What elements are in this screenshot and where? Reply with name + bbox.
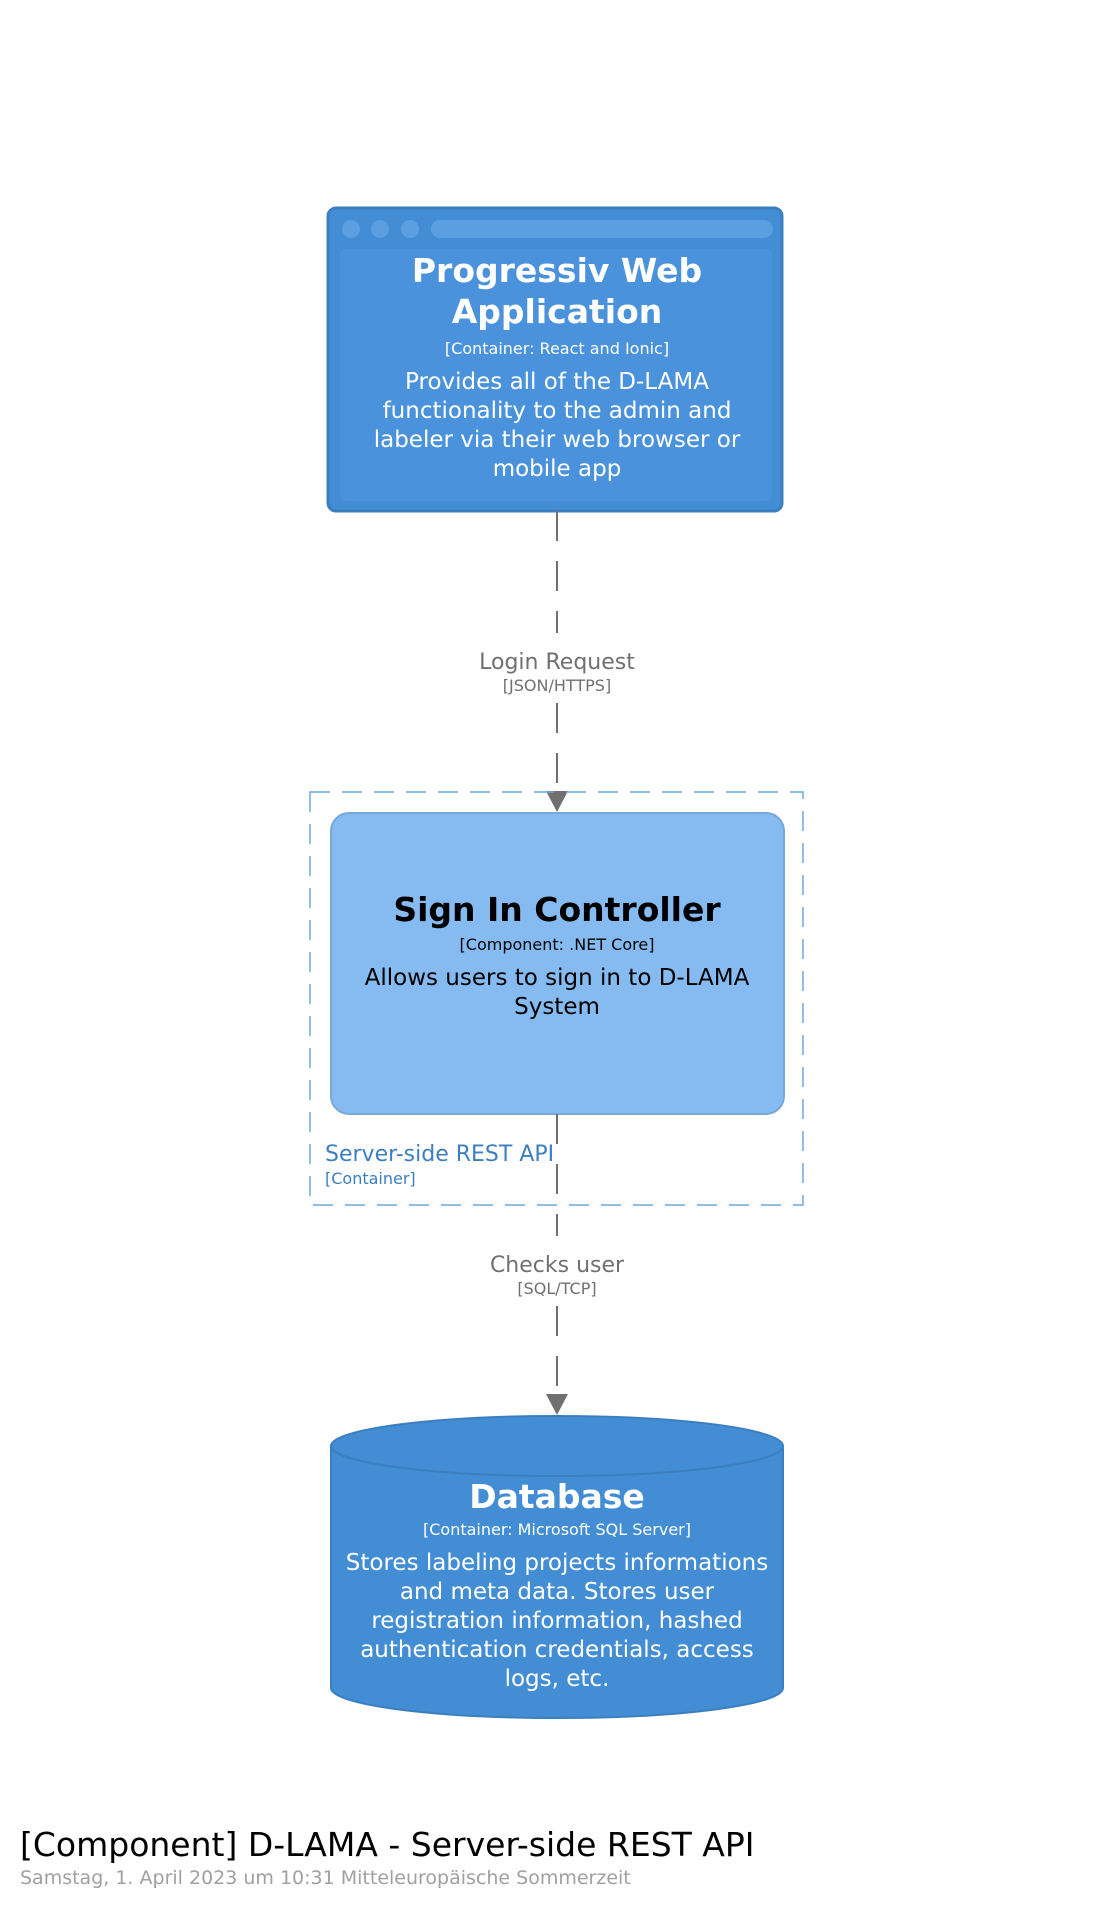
browser-content-area: [340, 249, 772, 501]
boundary-label: Server-side REST API [Container]: [325, 1141, 554, 1189]
sign-in-controller: Sign In Controller [Component: .NET Core…: [350, 890, 764, 1022]
diagram-title: [Component] D-LAMA - Server-side REST AP…: [20, 1825, 755, 1864]
checks-user-arrow: [546, 1114, 568, 1415]
database-technology: [Container: Microsoft SQL Server]: [423, 1520, 691, 1539]
pwa-technology: [Container: React and Ionic]: [444, 339, 670, 358]
sign-in-controller-description: Allows users to sign in to D-LAMA System: [364, 965, 750, 1020]
server-side-boundary: [309, 791, 804, 1206]
login-request-name: Login Request: [479, 650, 635, 675]
database-container: Database [Container: Microsoft SQL Serve…: [345, 1477, 769, 1694]
checks-user-name: Checks user: [489, 1253, 625, 1278]
login-request-arrow: [546, 511, 568, 812]
database-title: Database: [469, 1477, 645, 1516]
sign-in-controller-technology: [Component: .NET Core]: [459, 935, 655, 954]
browser-address-bar: [431, 220, 773, 238]
checks-user-technology: [SQL/TCP]: [517, 1279, 597, 1298]
pwa-container: Progressiv Web Application [Container: R…: [360, 250, 754, 484]
database-description: Stores labeling projects informations an…: [345, 1550, 769, 1692]
pwa-description: Provides all of the D-LAMA functionality…: [373, 369, 741, 482]
browser-dot-1: [342, 220, 360, 238]
checks-user-arrowhead: [546, 1394, 568, 1415]
pwa-title: Progressiv Web Application: [411, 251, 703, 331]
sign-in-controller-title: Sign In Controller: [393, 890, 721, 929]
pwa-container-shape[interactable]: [326, 206, 784, 513]
diagram-footer: [Component] D-LAMA - Server-side REST AP…: [20, 1824, 755, 1890]
login-request-technology: [JSON/HTTPS]: [502, 676, 612, 695]
diagram-timestamp: Samstag, 1. April 2023 um 10:31 Mitteleu…: [20, 1867, 631, 1889]
login-request-arrowhead: [546, 791, 568, 812]
browser-dot-3: [401, 220, 419, 238]
checks-user-label: Checks user [SQL/TCP]: [417, 1253, 697, 1299]
boundary-type: [Container]: [325, 1169, 416, 1188]
database-shape[interactable]: [330, 1415, 784, 1719]
browser-dot-2: [371, 220, 389, 238]
boundary-name: Server-side REST API: [325, 1142, 555, 1167]
login-request-label: Login Request [JSON/HTTPS]: [417, 650, 697, 696]
